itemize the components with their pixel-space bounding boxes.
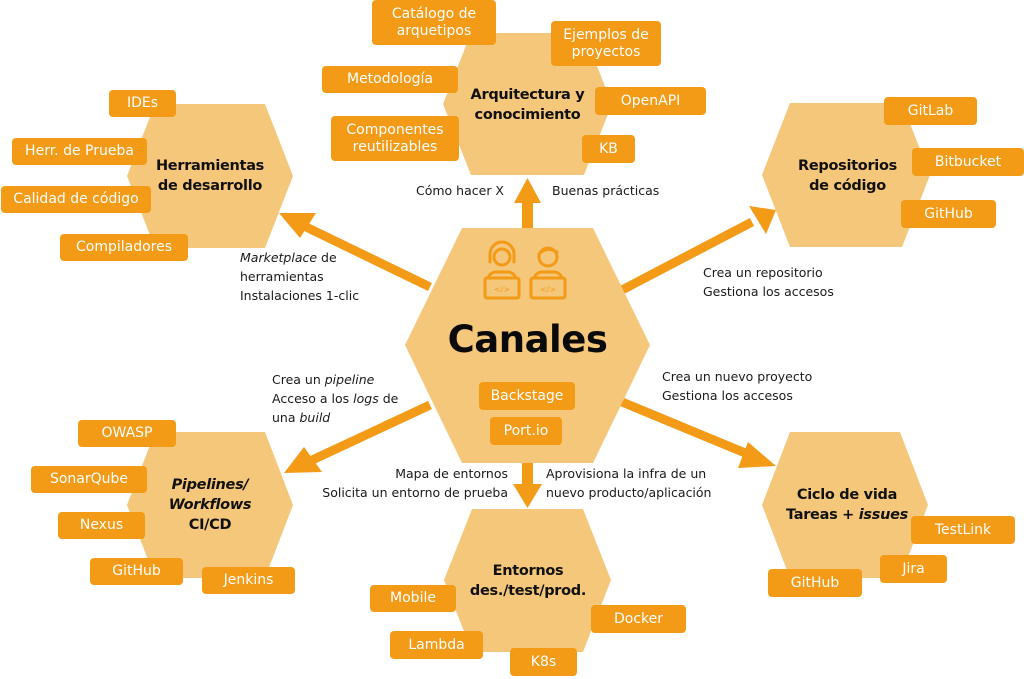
title-line: de código xyxy=(809,178,886,194)
title-line: Entornos xyxy=(492,563,564,579)
title-text: Tareas + xyxy=(786,507,859,523)
note-italic: logs xyxy=(353,391,379,406)
center-title: Canales xyxy=(447,318,608,361)
hex-title-pipelines: Pipelines/ Workflows CI/CD xyxy=(140,475,280,535)
note-repositorios: Crea un repositorio Gestiona los accesos xyxy=(703,263,834,301)
tag-sonarqube[interactable]: SonarQube xyxy=(31,466,147,493)
hex-title-repositorios: Repositorios de código xyxy=(775,156,920,196)
note-text: herramientas xyxy=(240,269,324,284)
tag-mobile[interactable]: Mobile xyxy=(370,585,456,612)
hex-entornos xyxy=(444,509,611,652)
note-como-hacer: Cómo hacer X xyxy=(416,183,504,198)
note-text: nuevo producto/aplicación xyxy=(546,485,712,500)
note-text: Solicita un entorno de prueba xyxy=(322,485,508,500)
arrow-to-arquitectura xyxy=(514,178,541,232)
hex-ciclo xyxy=(762,432,928,578)
hex-canales xyxy=(405,228,650,463)
tag-lambda[interactable]: Lambda xyxy=(390,631,483,659)
note-text: Crea un xyxy=(272,372,325,387)
tag-port-io[interactable]: Port.io xyxy=(490,417,562,445)
tag-github-pipelines[interactable]: GitHub xyxy=(90,558,183,585)
tag-owasp[interactable]: OWASP xyxy=(78,420,176,447)
note-text: Acceso a los xyxy=(272,391,354,406)
note-text: de xyxy=(317,250,337,265)
title-line: de desarrollo xyxy=(157,178,263,194)
tag-backstage[interactable]: Backstage xyxy=(479,382,575,410)
tag-jira[interactable]: Jira xyxy=(880,555,947,583)
hex-pipelines xyxy=(127,432,293,578)
tag-jenkins[interactable]: Jenkins xyxy=(202,567,295,594)
hex-title-ciclo: Ciclo de vida Tareas + issues xyxy=(773,485,921,525)
note-text: una xyxy=(272,410,300,425)
title-line: Arquitectura y xyxy=(470,87,585,103)
note-text: Gestiona los accesos xyxy=(703,284,834,299)
tag-testlink[interactable]: TestLink xyxy=(911,516,1015,544)
hex-herramientas xyxy=(127,104,293,248)
tag-openapi[interactable]: OpenAPI xyxy=(595,87,706,115)
note-text: Gestiona los accesos xyxy=(662,388,793,403)
note-text: de xyxy=(378,391,399,406)
note-buenas-practicas: Buenas prácticas xyxy=(552,183,660,198)
title-italic: issues xyxy=(858,507,909,523)
note-text: Crea un repositorio xyxy=(703,265,823,280)
arrow-to-ciclo xyxy=(620,397,776,468)
tag-gitlab[interactable]: GitLab xyxy=(884,97,977,125)
note-herramientas: Marketplace de herramientas Instalacione… xyxy=(240,248,359,305)
arrow-to-pipelines xyxy=(284,400,432,473)
arrow-to-herramientas xyxy=(279,213,432,292)
hex-title-arquitectura: Arquitectura y conocimiento xyxy=(455,85,600,125)
svg-text:</>: </> xyxy=(494,285,510,294)
arrow-to-entornos xyxy=(513,462,542,508)
tag-herr-prueba[interactable]: Herr. de Prueba xyxy=(12,138,147,165)
tag-ejemplos-proyectos[interactable]: Ejemplos de proyectos xyxy=(551,21,661,66)
tag-kb[interactable]: KB xyxy=(582,135,635,163)
title-line: CI/CD xyxy=(188,517,232,533)
tag-github-ciclo[interactable]: GitHub xyxy=(768,569,862,597)
title-line: Pipelines/ xyxy=(171,477,249,493)
note-italic: Marketplace xyxy=(240,250,318,265)
tag-bitbucket[interactable]: Bitbucket xyxy=(912,148,1024,176)
developers-with-laptops-icon: </> </> xyxy=(483,240,567,300)
note-text: Mapa de entornos xyxy=(395,466,508,481)
svg-text:</>: </> xyxy=(540,285,556,294)
hex-title-entornos: Entornos des./test/prod. xyxy=(452,561,604,601)
note-italic: build xyxy=(299,410,331,425)
tag-ides[interactable]: IDEs xyxy=(109,90,176,117)
note-entornos-left: Mapa de entornos Solicita un entorno de … xyxy=(300,464,508,502)
tag-nexus[interactable]: Nexus xyxy=(58,512,145,539)
title-line: Workflows xyxy=(168,497,252,513)
note-entornos-right: Aprovisiona la infra de un nuevo product… xyxy=(546,464,711,502)
note-pipelines: Crea un pipeline Acceso a los logs de un… xyxy=(272,370,398,427)
title-line: conocimiento xyxy=(474,107,581,123)
tag-k8s[interactable]: K8s xyxy=(510,648,577,676)
title-line: Herramientas xyxy=(155,158,265,174)
tag-compiladores[interactable]: Compiladores xyxy=(60,234,188,261)
tag-componentes-reutilizables[interactable]: Componentes reutilizables xyxy=(331,116,459,161)
note-ciclo: Crea un nuevo proyecto Gestiona los acce… xyxy=(662,367,812,405)
tag-github-repos[interactable]: GitHub xyxy=(901,200,996,228)
title-line: Ciclo de vida xyxy=(796,487,898,503)
title-line: des./test/prod. xyxy=(469,583,587,599)
tag-metodologia[interactable]: Metodología xyxy=(322,66,458,93)
note-text: Instalaciones 1-clic xyxy=(240,288,360,303)
note-text: Crea un nuevo proyecto xyxy=(662,369,813,384)
tag-catalogo-arquetipos[interactable]: Catálogo de arquetipos xyxy=(372,0,496,45)
hex-arquitectura xyxy=(443,33,612,175)
hex-title-herramientas: Herramientas de desarrollo xyxy=(140,156,280,196)
title-line: Repositorios xyxy=(798,158,897,174)
note-italic: pipeline xyxy=(324,372,375,387)
note-text: Aprovisiona la infra de un xyxy=(546,466,707,481)
arrow-to-repositorios xyxy=(619,206,776,294)
tag-calidad-codigo[interactable]: Calidad de código xyxy=(1,186,151,213)
hex-repositorios xyxy=(762,103,930,247)
tag-docker[interactable]: Docker xyxy=(591,605,686,633)
